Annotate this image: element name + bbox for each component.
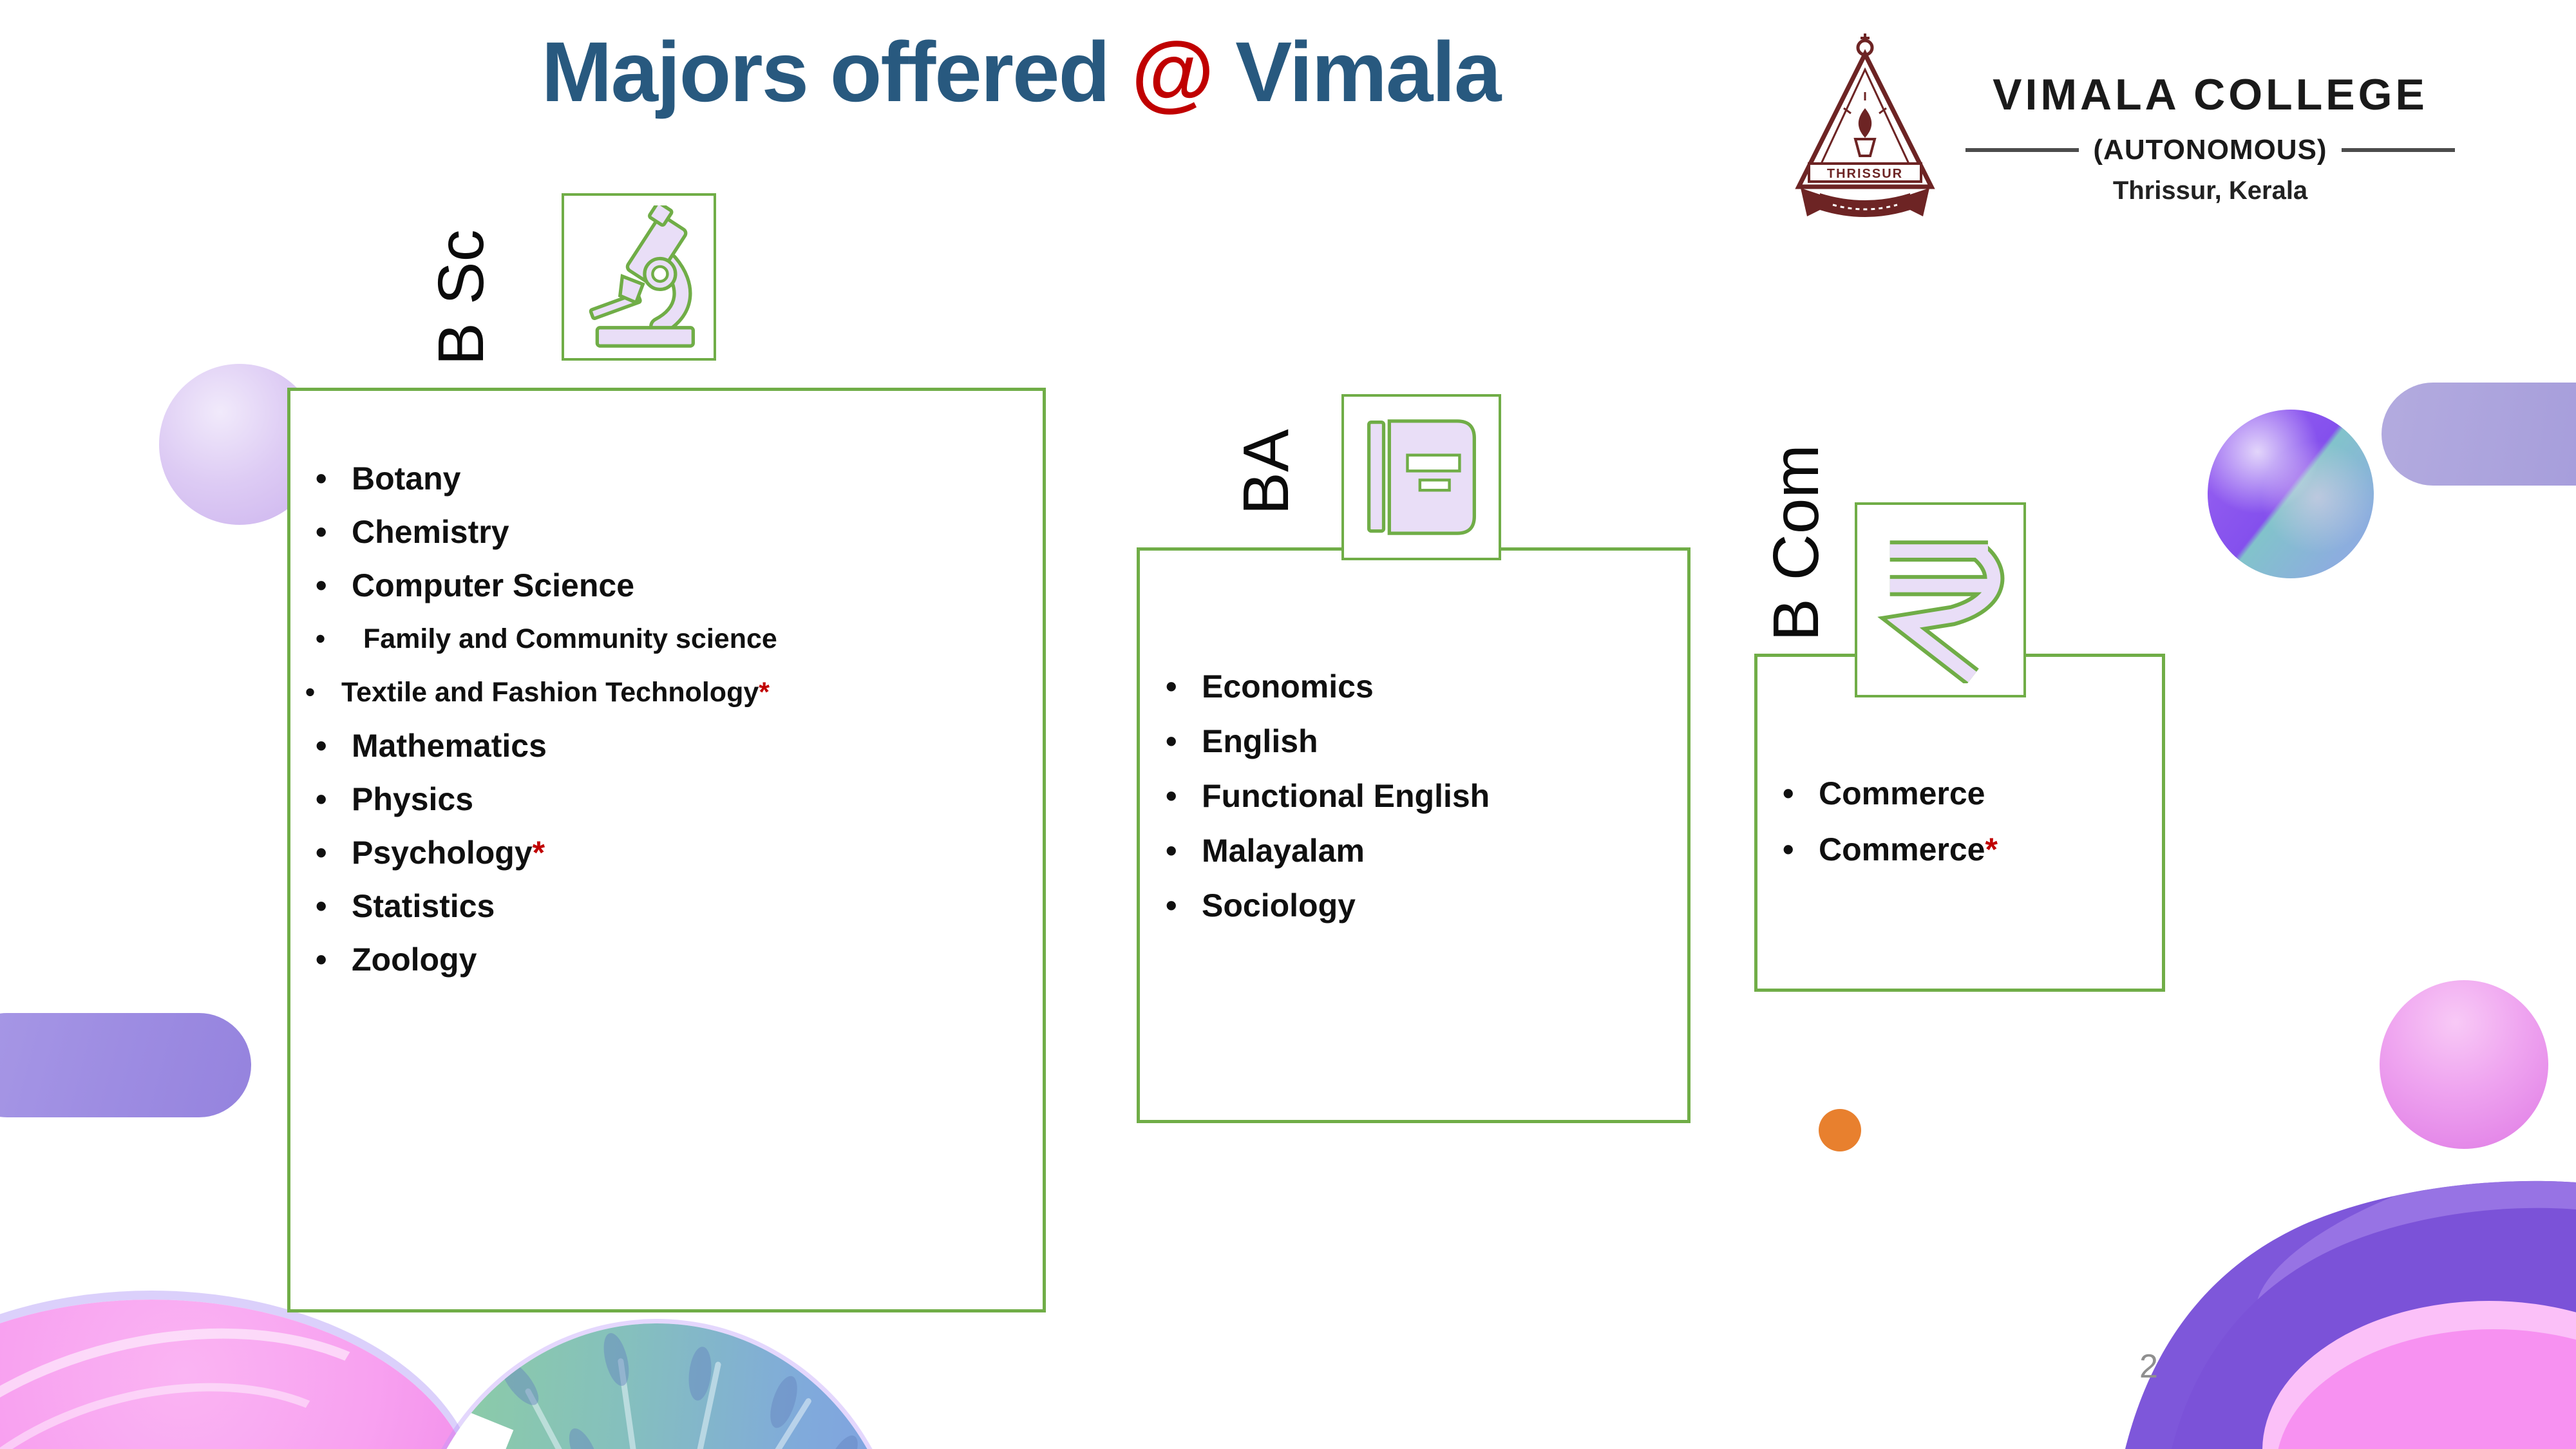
bsc-majors-list: BotanyChemistryComputer ScienceFamily an… <box>316 462 777 997</box>
title-tail: Vimala <box>1235 24 1501 119</box>
list-item-text: Botany <box>352 460 461 497</box>
bottom-right-wave-decoration <box>2125 1180 2576 1449</box>
page-title: Majors offered @ Vimala <box>309 23 1732 120</box>
bsc-icon-frame <box>562 193 716 361</box>
list-item: Computer Science <box>316 569 777 601</box>
list-item-text: Commerce <box>1819 775 1985 811</box>
list-item-text: Functional English <box>1202 778 1490 814</box>
list-item: Malayalam <box>1166 835 1490 867</box>
leaf-spot <box>494 1354 545 1411</box>
list-item-text: Mathematics <box>352 728 547 764</box>
asterisk-marker: * <box>532 835 545 871</box>
orange-dot-decoration <box>1819 1109 1861 1151</box>
list-item-text: Statistics <box>352 888 495 924</box>
title-main: Majors offered <box>541 24 1110 119</box>
college-logo: THRISSUR VIMALA COLLEGE (AUTONOMOUS) Thr… <box>1784 32 2492 225</box>
asterisk-marker: * <box>1985 831 1998 867</box>
title-at-symbol: @ <box>1131 24 1215 119</box>
crest-motto-text: THRISSUR <box>1827 167 1903 181</box>
list-item: Family and Community science <box>316 623 777 655</box>
ba-icon-frame <box>1341 394 1501 560</box>
list-item: Textile and Fashion Technology* <box>305 676 777 708</box>
list-item-text: Computer Science <box>352 567 635 603</box>
list-item-text: Economics <box>1202 668 1374 705</box>
list-item: English <box>1166 725 1490 757</box>
college-location: Thrissur, Kerala <box>2112 176 2308 205</box>
leaf-spot <box>563 1424 605 1449</box>
list-item-text: Zoology <box>352 942 477 978</box>
list-item-text: English <box>1202 723 1318 759</box>
college-name: VIMALA COLLEGE <box>1993 70 2428 119</box>
pink-sphere-decoration <box>2380 980 2548 1149</box>
right-rule <box>2341 148 2455 152</box>
list-item-text: Textile and Fashion Technology <box>341 677 759 708</box>
section-label-ba: BA <box>1229 429 1302 515</box>
bcom-majors-list: CommerceCommerce* <box>1783 777 1998 889</box>
page-number: 2 <box>2139 1348 2158 1385</box>
list-item: Functional English <box>1166 780 1490 812</box>
list-item: Botany <box>316 462 777 495</box>
list-item-text: Commerce <box>1819 831 1985 867</box>
list-item: Statistics <box>316 890 777 922</box>
leaf-decoration <box>412 1323 902 1449</box>
list-item: Economics <box>1166 670 1490 703</box>
list-item: Commerce* <box>1783 833 1998 866</box>
list-item-text: Psychology <box>352 835 533 871</box>
bottom-left-pink-blob-decoration <box>0 1300 477 1449</box>
list-item: Chemistry <box>316 516 777 548</box>
leaf-spot <box>599 1331 634 1388</box>
left-rule <box>1965 148 2079 152</box>
list-item: Sociology <box>1166 889 1490 922</box>
ba-majors-list: EconomicsEnglishFunctional EnglishMalaya… <box>1166 670 1490 944</box>
list-item: Zoology <box>316 943 777 976</box>
book-icon <box>1367 419 1477 535</box>
college-crest-icon: THRISSUR <box>1795 33 1935 217</box>
microscope-icon <box>589 205 695 348</box>
section-label-bcom: B Com <box>1759 444 1832 641</box>
list-item-text: Physics <box>352 781 474 817</box>
list-item: Psychology* <box>316 837 777 869</box>
bcom-majors-box <box>1754 654 2165 992</box>
section-label-bsc: B Sc <box>424 229 497 366</box>
purple-teal-sphere-decoration <box>2208 410 2374 578</box>
list-item-text: Malayalam <box>1202 833 1365 869</box>
autonomous-row: (AUTONOMOUS) <box>1965 134 2455 166</box>
list-item-text: Family and Community science <box>363 623 777 654</box>
right-purple-pill-decoration <box>2382 383 2576 486</box>
rupee-icon <box>1877 540 2005 684</box>
bcom-icon-frame <box>1855 502 2026 697</box>
list-item: Commerce <box>1783 777 1998 810</box>
left-purple-pill-decoration <box>0 1013 251 1117</box>
leaf-spot <box>819 1430 864 1449</box>
list-item-text: Sociology <box>1202 887 1356 923</box>
leaf-vein <box>524 1387 663 1449</box>
list-item: Physics <box>316 783 777 815</box>
autonomous-label: (AUTONOMOUS) <box>2093 134 2327 166</box>
logo-text-block: VIMALA COLLEGE (AUTONOMOUS) Thrissur, Ke… <box>1965 32 2455 225</box>
asterisk-marker: * <box>759 677 770 708</box>
leaf-notch <box>412 1388 514 1449</box>
list-item-text: Chemistry <box>352 514 509 550</box>
list-item: Mathematics <box>316 730 777 762</box>
